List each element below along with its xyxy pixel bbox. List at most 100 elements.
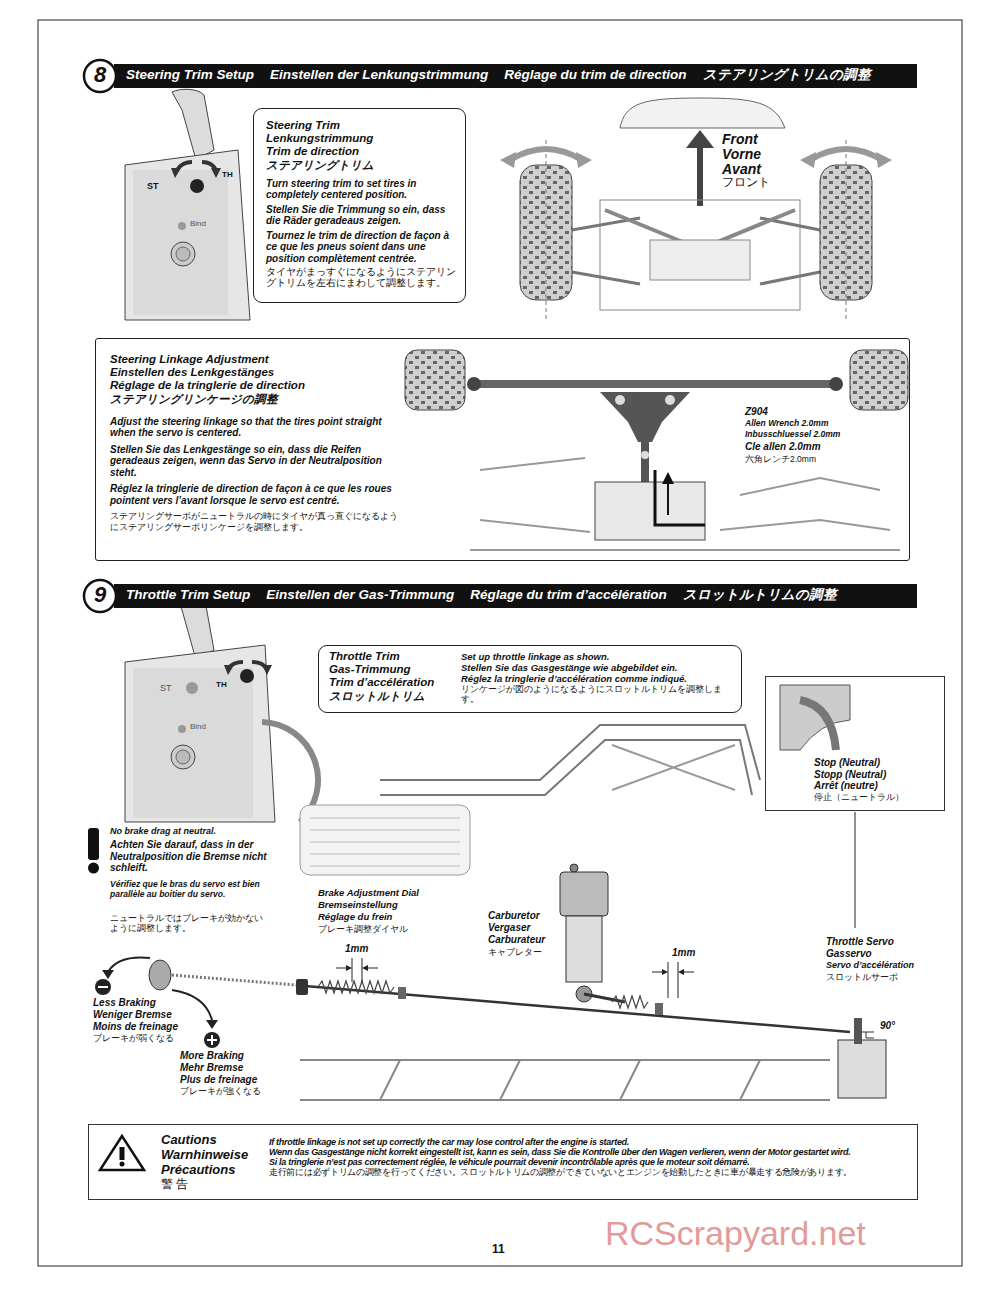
front-suspension bbox=[546, 140, 547, 322]
text-block: Trim de direction bbox=[266, 145, 458, 158]
header-text: スロットルトリムの調整 bbox=[683, 587, 837, 603]
engine-chassis bbox=[318, 981, 394, 993]
brake-dial bbox=[88, 863, 99, 874]
part-label: Servo d’accélération bbox=[826, 960, 914, 970]
engine-chassis bbox=[612, 996, 648, 1008]
control-label: TH bbox=[222, 170, 233, 179]
steering-linkage bbox=[740, 478, 880, 495]
part-label: Carburateur bbox=[488, 934, 545, 946]
text-block: Warnhinweise bbox=[161, 1148, 261, 1163]
warning-note: Achten Sie darauf, dass in der Neutralpo… bbox=[110, 839, 270, 874]
tool-callout: 六角レンチ2.0mm bbox=[745, 455, 816, 465]
steering-linkage bbox=[595, 482, 705, 540]
text-block: Turn steering trim to set tires in compl… bbox=[266, 178, 458, 201]
control-label: TH bbox=[216, 680, 227, 689]
text-column: Stop (Neutral)Stopp (Neutral)Arrêt (neut… bbox=[814, 757, 942, 802]
engine-chassis bbox=[662, 969, 668, 975]
part-label: キャブレター bbox=[488, 947, 542, 957]
adjust-label: Mehr Bremse bbox=[180, 1062, 243, 1074]
steering-linkage bbox=[600, 392, 690, 442]
transmitter bbox=[125, 150, 250, 320]
control-label: ST bbox=[147, 181, 159, 191]
steering-linkage bbox=[470, 458, 900, 550]
step-header: 9Throttle Trim SetupEinstellen der Gas-T… bbox=[82, 578, 917, 614]
front-suspension bbox=[510, 149, 582, 160]
dimension: 1mm bbox=[672, 947, 695, 959]
engine-chassis bbox=[300, 1060, 830, 1100]
warning-note: Vérifiez que le bras du servo est bien p… bbox=[110, 880, 270, 900]
direction-label: Vorne bbox=[722, 146, 761, 162]
transmitter bbox=[211, 168, 221, 178]
part-label: ブレーキ調整ダイヤル bbox=[318, 925, 408, 935]
steering-linkage bbox=[829, 377, 843, 391]
transmitter bbox=[262, 665, 272, 675]
text-block: Stellen Sie das Gasgestänge wie abgebild… bbox=[461, 663, 735, 674]
front-suspension bbox=[500, 152, 516, 168]
adjust-label: ブレーキが強くなる bbox=[180, 1087, 261, 1097]
text-column: CautionsWarnhinweisePrécautions警 告 bbox=[161, 1133, 261, 1192]
part-label: Gasservo bbox=[826, 948, 872, 960]
text-block: Stellen Sie das Lenkgestänge so ein, das… bbox=[110, 444, 400, 479]
part-label: Throttle Servo bbox=[826, 936, 894, 948]
steering-linkage bbox=[662, 472, 674, 484]
control-label: Bind bbox=[190, 219, 206, 228]
control-label: ST bbox=[160, 683, 172, 693]
text-block: Wenn das Gasgestänge nicht korrekt einge… bbox=[269, 1147, 913, 1157]
engine-chassis bbox=[296, 979, 308, 995]
direction-label: Avant bbox=[722, 161, 761, 177]
brake-dial bbox=[95, 979, 111, 995]
steering-linkage bbox=[720, 520, 890, 530]
engine-chassis bbox=[305, 986, 850, 1032]
text-block: If throttle linkage is not set up correc… bbox=[269, 1137, 913, 1147]
part-label: スロットルサーボ bbox=[826, 973, 898, 983]
transmitter bbox=[125, 89, 250, 320]
stop-inset-drawing bbox=[780, 685, 850, 750]
callout-box: Steering TrimLenkungstrimmungTrim de dir… bbox=[253, 108, 466, 303]
warning-note: No brake drag at neutral. bbox=[110, 826, 270, 836]
engine-chassis bbox=[310, 818, 460, 866]
text-column: Throttle TrimGas-TrimmungTrim d’accéléra… bbox=[329, 650, 457, 703]
text-column: Set up throttle linkage as shown.Stellen… bbox=[461, 652, 735, 704]
text-block: Stellen Sie die Trimmung so ein, dass di… bbox=[266, 204, 458, 227]
engine-chassis bbox=[652, 962, 694, 998]
brake-dial bbox=[206, 1020, 218, 1029]
tool-callout: Z904 bbox=[745, 406, 768, 418]
steering-linkage bbox=[641, 440, 649, 484]
adjust-label: Moins de freinage bbox=[93, 1021, 178, 1033]
transmitter bbox=[125, 645, 275, 822]
header-text: Réglage du trim de direction bbox=[504, 67, 686, 83]
text-block: 停止（ニュートラル） bbox=[814, 792, 942, 802]
text-block: Steering Linkage Adjustment bbox=[110, 353, 400, 366]
inset-box: Stop (Neutral)Stopp (Neutral)Arrêt (neut… bbox=[765, 676, 945, 811]
text-block: Si la tringlerie n’est pas correctement … bbox=[269, 1157, 913, 1167]
front-suspension bbox=[846, 140, 847, 322]
transmitter bbox=[171, 745, 195, 769]
engine-chassis bbox=[346, 965, 352, 971]
front-suspension bbox=[686, 130, 714, 148]
text-block: Arrêt (neutre) bbox=[814, 780, 942, 792]
brake-dial bbox=[172, 975, 296, 985]
watermark: RCScrapyard.net bbox=[605, 1214, 866, 1253]
engine-chassis bbox=[398, 987, 406, 999]
header-text: Throttle Trim Setup bbox=[126, 587, 250, 603]
transmitter bbox=[176, 750, 190, 764]
steering-linkage bbox=[405, 350, 465, 410]
engine-chassis bbox=[854, 1018, 862, 1044]
brake-dial bbox=[98, 986, 108, 988]
header-text: Einstellen der Gas-Trimmung bbox=[266, 587, 454, 603]
text-block: Set up throttle linkage as shown. bbox=[461, 652, 735, 663]
part-label: Réglage du frein bbox=[318, 912, 392, 923]
engine-chassis bbox=[612, 745, 735, 790]
warning-note: ニュートラルではブレーキが効かないように調整します。 bbox=[110, 914, 270, 934]
page-number: 11 bbox=[492, 1243, 505, 1257]
engine-chassis bbox=[570, 864, 578, 872]
text-block: Tournez le trim de direction de façon à … bbox=[266, 230, 458, 265]
header-text: ステアリングトリムの調整 bbox=[703, 67, 871, 83]
text-block: Einstellen des Lenkgestänges bbox=[110, 366, 400, 379]
steering-linkage bbox=[615, 395, 625, 405]
engine-chassis bbox=[584, 994, 625, 1002]
brake-dial bbox=[102, 970, 114, 979]
step-header: 8Steering Trim SetupEinstellen der Lenku… bbox=[82, 58, 917, 94]
adjust-label: More Braking bbox=[180, 1050, 244, 1062]
